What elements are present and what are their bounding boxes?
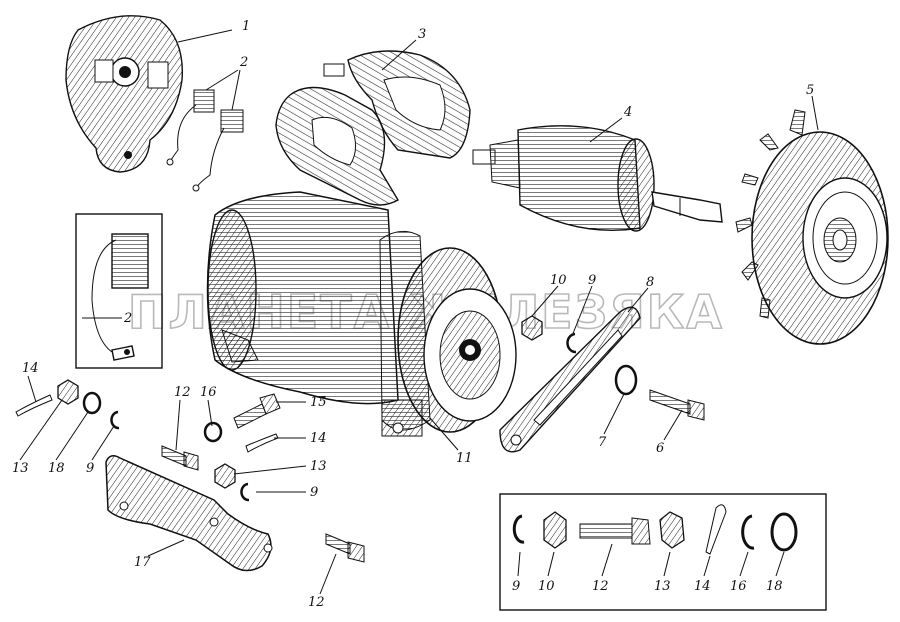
part-4-armature [472,125,723,232]
label-1: 1 [242,19,250,34]
part-13-castle-nut-left [57,379,79,405]
label-12-bottom: 12 [308,595,325,610]
label-2-inset: 2 [123,311,132,326]
part-9-lock-washer-left [110,410,120,430]
legend-label-18: 18 [766,579,783,594]
part-10-nut [521,315,543,341]
part-8-adjusting-bar [499,306,641,453]
fasteners-legend-box [499,493,827,611]
leader-lines [19,29,819,595]
legend-label-14: 14 [694,579,711,594]
label-12-mid: 12 [174,385,191,400]
part-5-pulley-fan [735,109,889,345]
label-14-mid: 14 [310,431,327,446]
part-16-spring-washer [203,421,223,443]
label-8: 8 [646,275,654,290]
label-3: 3 [418,27,426,42]
brush-inset-box [75,213,163,369]
label-14-left: 14 [22,361,39,376]
legend-label-13: 13 [654,579,671,594]
label-9-left: 9 [86,461,94,476]
label-4: 4 [623,105,632,120]
label-16: 16 [200,385,217,400]
legend-label-9: 9 [512,579,520,594]
part-7-washer [614,364,638,396]
legend-label-12: 12 [592,579,609,594]
label-10: 10 [550,273,567,288]
part-11-generator-assembly [206,191,517,437]
part-15-bolt [233,393,281,429]
legend-label-16: 16 [730,579,747,594]
part-2-brushes [166,89,244,192]
label-11: 11 [456,451,473,466]
label-9-mid: 9 [588,273,596,288]
label-5: 5 [806,83,814,98]
part-14-cotter-pin-left [15,394,53,417]
part-6-bolt [649,389,705,421]
label-9-mid2: 9 [310,485,318,500]
label-17: 17 [134,555,151,570]
label-18: 18 [48,461,65,476]
part-9-lock-washer-mid2 [240,482,250,502]
label-6: 6 [656,441,664,456]
part-number-labels: 1 2 2 3 4 5 6 7 8 9 9 9 10 11 12 12 13 1… [12,19,814,610]
part-3-field-coils [275,50,471,206]
label-15: 15 [310,395,327,410]
legend-label-10: 10 [538,579,555,594]
part-12-bolt-bottom [325,533,365,563]
part-13-castle-nut-mid [214,463,236,489]
label-2-top: 2 [239,55,248,70]
label-13-mid: 13 [310,459,327,474]
part-18-washer-left [82,391,102,415]
part-14-cotter-pin-mid [245,433,279,453]
label-7: 7 [598,435,607,450]
part-17-mounting-bracket [105,455,273,572]
label-13-left: 13 [12,461,29,476]
legend-labels: 9 10 12 13 14 16 18 [512,543,785,594]
part-1-brush-end-cover [65,15,184,173]
part-12-bolt-mid [161,445,199,471]
